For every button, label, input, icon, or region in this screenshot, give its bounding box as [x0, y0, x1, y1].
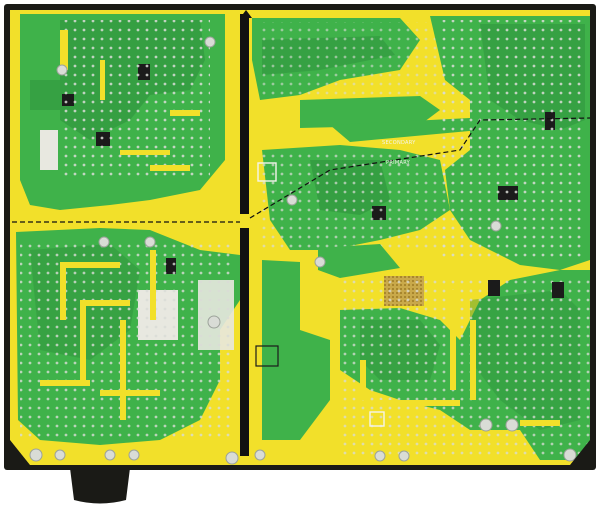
corner-notch [10, 440, 30, 465]
arrow-marker [240, 10, 252, 18]
copper-region-bottom-left [16, 228, 240, 445]
pad-outline [369, 411, 385, 427]
copper-region-top-right [430, 16, 590, 270]
silkscreen-secondary-label: SECONDARY [382, 140, 416, 146]
copper-region-bottom-right [262, 260, 590, 460]
trace-islands-bottom-left [40, 250, 160, 420]
mounting-pads [29, 36, 577, 465]
connector-tab [70, 468, 130, 504]
isolation-dashed-line-right [249, 117, 591, 219]
isolation-slot-top [240, 14, 249, 214]
isolation-slot-bottom [240, 228, 249, 456]
trace-islands-top-left [60, 30, 200, 171]
trace-islands-right [360, 290, 560, 426]
pad-outline [255, 345, 279, 367]
copper-region-top-left [20, 14, 225, 210]
copper-region-center [262, 145, 452, 278]
copper-region-top-center [252, 18, 480, 142]
pad-outline [257, 162, 277, 182]
silkscreen-primary-label: PRIMARY [386, 160, 411, 166]
corner-notch [570, 440, 590, 465]
